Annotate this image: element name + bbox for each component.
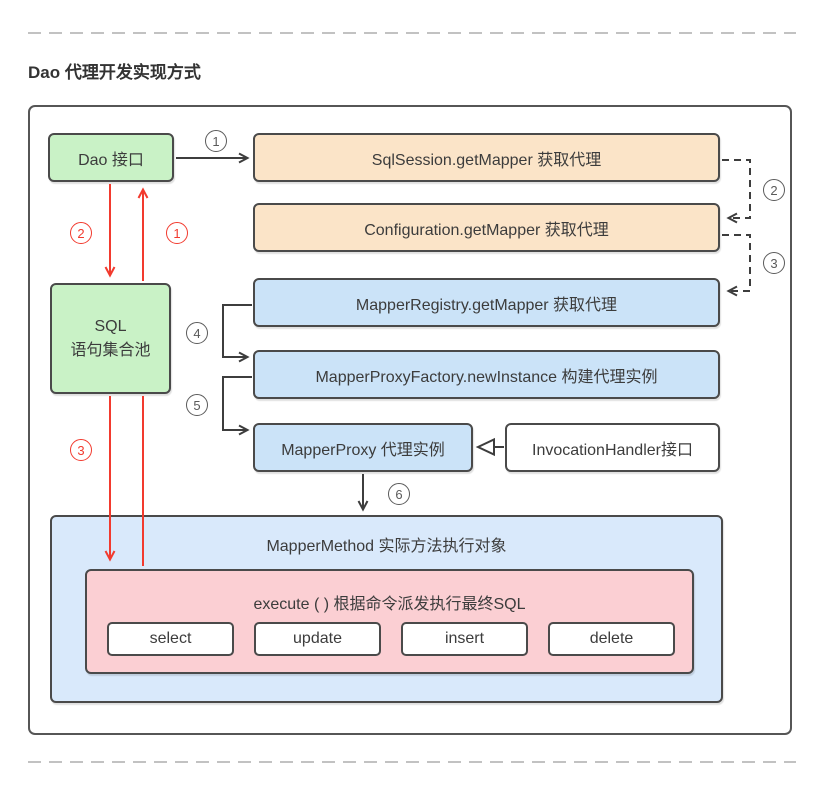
step-badge-1: 1: [205, 130, 227, 152]
command-update: update: [254, 622, 381, 656]
command-delete-label: delete: [589, 630, 634, 647]
node-execute-label: execute ( ) 根据命令派发执行最终SQL: [253, 596, 526, 613]
node-invocation-handler: InvocationHandler接口: [505, 423, 720, 472]
node-sqlsession-getmapper: SqlSession.getMapper 获取代理: [253, 133, 720, 182]
command-update-label: update: [293, 630, 342, 647]
command-select: select: [107, 622, 234, 656]
node-mapper-registry: MapperRegistry.getMapper 获取代理: [253, 278, 720, 327]
node-dao-interface: Dao 接口: [48, 133, 174, 182]
node-mapper-proxy-label: MapperProxy 代理实例: [281, 441, 445, 459]
node-mapper-proxy-factory: MapperProxyFactory.newInstance 构建代理实例: [253, 350, 720, 399]
command-insert-label: insert: [444, 630, 485, 647]
node-invocation-handler-label: InvocationHandler接口: [532, 441, 693, 459]
node-mapper-method-label: MapperMethod 实际方法执行对象: [266, 538, 507, 555]
node-sql-pool-label-line1: SQL: [94, 317, 127, 335]
step-badge-5: 5: [186, 394, 208, 416]
command-insert: insert: [401, 622, 528, 656]
command-delete: delete: [548, 622, 675, 656]
node-sql-pool: SQL 语句集合池: [50, 283, 171, 394]
node-mapper-proxy: MapperProxy 代理实例: [253, 423, 473, 472]
node-mapper-method: MapperMethod 实际方法执行对象 execute ( ) 根据命令派发…: [50, 515, 723, 703]
node-execute: execute ( ) 根据命令派发执行最终SQL select update …: [85, 569, 694, 674]
step-badge-2: 2: [763, 179, 785, 201]
node-sqlsession-getmapper-label: SqlSession.getMapper 获取代理: [371, 151, 602, 169]
node-mapper-registry-label: MapperRegistry.getMapper 获取代理: [355, 296, 618, 314]
step-badge-3: 3: [763, 252, 785, 274]
red-step-badge-2: 2: [70, 222, 92, 244]
red-step-badge-1: 1: [166, 222, 188, 244]
node-sql-pool-label-line2: 语句集合池: [70, 341, 151, 359]
top-dashed-divider: [28, 32, 796, 34]
step-badge-4: 4: [186, 322, 208, 344]
command-select-label: select: [149, 630, 192, 647]
step-badge-6: 6: [388, 483, 410, 505]
node-dao-interface-label: Dao 接口: [78, 151, 144, 169]
node-configuration-getmapper: Configuration.getMapper 获取代理: [253, 203, 720, 252]
node-configuration-getmapper-label: Configuration.getMapper 获取代理: [364, 221, 609, 239]
page-title: Dao 代理开发实现方式: [28, 63, 201, 82]
bottom-dashed-divider: [28, 761, 796, 763]
node-mapper-proxy-factory-label: MapperProxyFactory.newInstance 构建代理实例: [315, 368, 658, 386]
red-step-badge-3: 3: [70, 439, 92, 461]
